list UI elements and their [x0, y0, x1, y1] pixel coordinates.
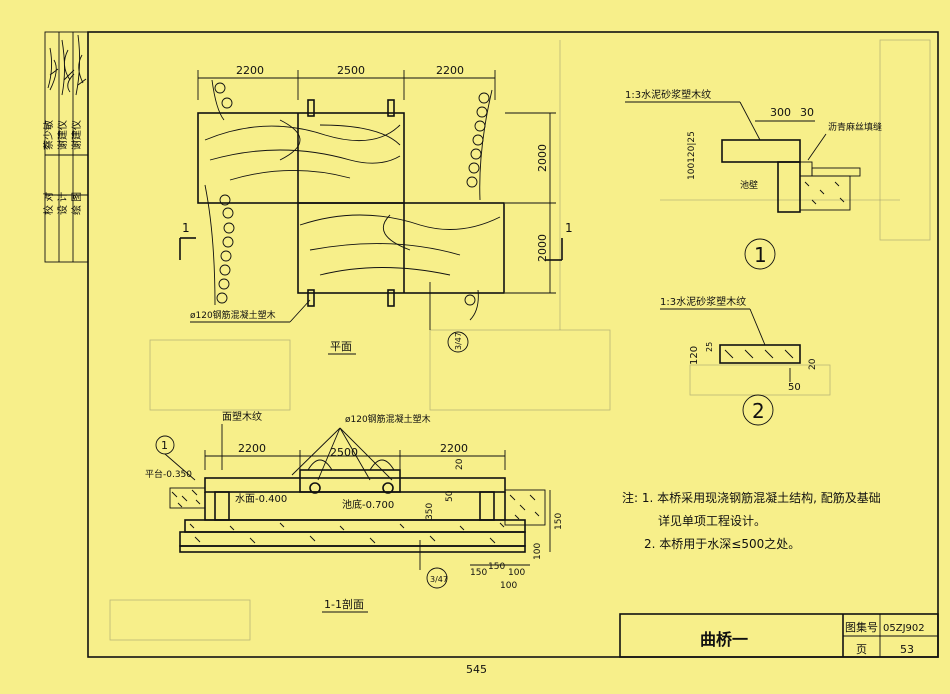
- section-water-level: 水面-0.400: [235, 493, 287, 505]
- plan-dim-right-1: 2000: [536, 144, 549, 172]
- section-dim-vert-b: 50: [445, 490, 455, 502]
- detail1-number: 1: [754, 243, 767, 267]
- section-pool-bottom: 池底-0.700: [342, 498, 394, 511]
- section-label-top-left: 面塑木纹: [222, 410, 262, 423]
- title-block-page-no: 53: [900, 643, 914, 656]
- rock-edge-left: [204, 79, 235, 306]
- section-dim-bottom-1: 150: [470, 568, 487, 578]
- notes-line-3: 2. 本桥用于水深≤500之处。: [644, 537, 800, 551]
- detail1-dim-b: 30: [800, 106, 814, 119]
- section-dim-vert-a: 20: [455, 458, 465, 470]
- detail-1: 1:3水泥砂浆塑木纹 300 30 沥青麻丝填缝 100120|25 池壁 1: [625, 88, 882, 270]
- plan-view: 2200 2500 2200: [179, 64, 573, 355]
- title-block-atlas-label: 图集号: [845, 620, 878, 634]
- wood-grain-pattern: [204, 119, 501, 276]
- section-dim-right-b: 100: [533, 543, 543, 560]
- section-callout: 1: [161, 439, 168, 452]
- plan-column-label: ø120钢筋混凝土塑木: [190, 309, 276, 321]
- section-dim-top-2: 2500: [330, 446, 358, 459]
- detail2-number: 2: [752, 399, 765, 423]
- section-dim-bottom-2: 150: [488, 562, 505, 572]
- sidebar-name-3: 谢建仪: [70, 120, 83, 150]
- plan-detail-ref: 3/47: [454, 332, 463, 350]
- plan-dim-top-1: 2200: [236, 64, 264, 77]
- detail2-label: 1:3水泥砂浆塑木纹: [660, 295, 746, 308]
- sidebar-role-2: 设 计: [56, 192, 69, 215]
- footer-page-number: 545: [466, 663, 487, 676]
- plan-dim-right-2: 2000: [536, 234, 549, 262]
- detail2-dim-right: 20: [808, 358, 818, 370]
- section-dim-vert-c: 350: [425, 503, 435, 520]
- section-title: 1-1剖面: [324, 597, 364, 611]
- plan-posts: [307, 99, 395, 307]
- detail1-joint-label: 沥青麻丝填缝: [828, 121, 882, 133]
- show-through-ghost: [109, 39, 931, 641]
- title-block-page-label: 页: [856, 643, 867, 656]
- sidebar-signoff: 校 对 设 计 绘 图 蔡少敏 谢建仪 谢建仪: [42, 31, 89, 263]
- signature-graphic: [47, 34, 87, 96]
- title-block: 曲桥一 图集号 05ZJ902 页 53: [619, 613, 939, 658]
- plan-section-mark-left: 1: [182, 221, 190, 235]
- plan-dim-top-3: 2200: [436, 64, 464, 77]
- plan-title: 平面: [330, 340, 352, 353]
- section-detail-ref: 3/47: [430, 575, 448, 584]
- section-platform-level: 平台-0.350: [145, 468, 192, 480]
- plan-dim-top-2: 2500: [337, 64, 365, 77]
- section-label-column: ø120钢筋混凝土塑木: [345, 413, 431, 425]
- sidebar-role-3: 绘 图: [70, 192, 83, 215]
- section-dim-bottom-3: 100: [508, 568, 525, 578]
- detail2-dim-bottom: 50: [788, 382, 801, 393]
- sidebar-role-1: 校 对: [42, 192, 55, 215]
- detail2-dims-vert: 120: [689, 346, 700, 365]
- detail1-dim-a: 300: [770, 106, 791, 119]
- detail1-label: 1:3水泥砂浆塑木纹: [625, 88, 711, 101]
- detail1-dims-vert: 100120|25: [687, 131, 697, 180]
- plan-section-mark-right: 1: [565, 221, 573, 235]
- notes-line-1: 注: 1. 本桥采用现浇钢筋混凝土结构, 配筋及基础: [622, 490, 881, 505]
- section-dim-bottom-4: 100: [500, 581, 517, 591]
- title-block-atlas-code: 05ZJ902: [883, 623, 925, 634]
- detail2-dim-small: 25: [705, 342, 714, 352]
- rock-edge-right: [464, 89, 493, 321]
- detail1-wall-label: 池壁: [740, 179, 758, 191]
- title-block-drawing-title: 曲桥一: [700, 630, 748, 649]
- notes-line-2: 详见单项工程设计。: [658, 513, 766, 528]
- section-dim-top-1: 2200: [238, 442, 266, 455]
- section-dim-top-3: 2200: [440, 442, 468, 455]
- sidebar-name-1: 蔡少敏: [42, 120, 55, 150]
- notes-block: 注: 1. 本桥采用现浇钢筋混凝土结构, 配筋及基础 详见单项工程设计。 2. …: [622, 490, 881, 551]
- sidebar-name-2: 谢建仪: [56, 120, 69, 150]
- detail-2: 1:3水泥砂浆塑木纹 120 25 20 50 2: [660, 295, 818, 426]
- section-dim-right-a: 150: [554, 513, 564, 530]
- drawing-frame: [87, 31, 939, 658]
- section-view: 面塑木纹 ø120钢筋混凝土塑木 2200 2500 2200 1 平台-0.3…: [145, 410, 564, 613]
